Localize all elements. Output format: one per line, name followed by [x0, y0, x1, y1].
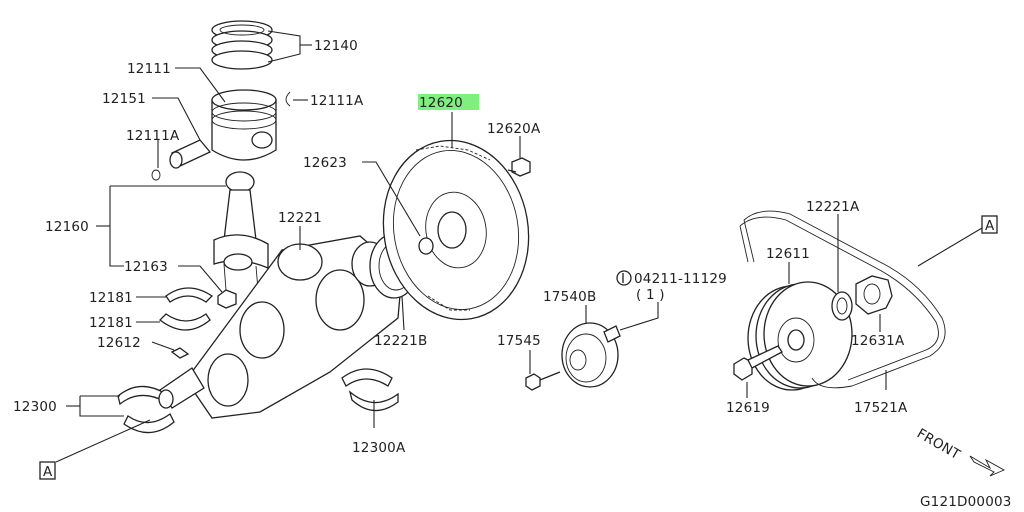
- timing-chain[interactable]: [739, 210, 946, 389]
- label-12620A[interactable]: 12620A: [487, 121, 541, 137]
- piston[interactable]: [211, 89, 277, 161]
- label-04211-qty: ( 1 ): [636, 287, 665, 303]
- rod-nut[interactable]: [217, 289, 237, 309]
- ref-marker-left-text: A: [43, 464, 53, 480]
- pulley-bolt[interactable]: [733, 345, 783, 381]
- label-12140[interactable]: 12140: [314, 38, 358, 54]
- label-12111A-pin[interactable]: 12111A: [126, 128, 180, 144]
- label-12631A[interactable]: 12631A: [851, 333, 905, 349]
- label-17521A[interactable]: 17521A: [854, 400, 908, 416]
- piston-rings[interactable]: [211, 20, 273, 70]
- crank-pulley[interactable]: [747, 281, 853, 391]
- chain-tensioner[interactable]: [561, 322, 619, 388]
- connecting-rod[interactable]: [213, 171, 269, 291]
- label-17545[interactable]: 17545: [497, 333, 541, 349]
- snap-ring-top[interactable]: [285, 91, 291, 107]
- label-12221[interactable]: 12221: [278, 210, 322, 226]
- crank-sprocket[interactable]: [855, 275, 893, 315]
- label-12181-lower[interactable]: 12181: [89, 315, 133, 331]
- front-label: FRONT: [914, 426, 963, 464]
- highlight-12620: [418, 94, 479, 110]
- label-12111A-top[interactable]: 12111A: [310, 93, 364, 109]
- label-04211[interactable]: 04211-11129: [634, 271, 727, 287]
- ref-marker-left[interactable]: [39, 461, 56, 480]
- ref-marker-right-text: A: [985, 218, 995, 234]
- bolt-17545[interactable]: [525, 371, 561, 391]
- flywheel[interactable]: [369, 129, 542, 331]
- label-17540B[interactable]: 17540B: [543, 289, 596, 305]
- piston-pin[interactable]: [169, 139, 212, 169]
- label-12111[interactable]: 12111: [127, 61, 171, 77]
- snap-ring-lower[interactable]: [151, 169, 161, 181]
- label-12221A[interactable]: 12221A: [806, 199, 860, 215]
- flywheel-bolt[interactable]: [507, 157, 531, 177]
- label-12619[interactable]: 12619: [726, 400, 770, 416]
- rod-bearing-lower[interactable]: [159, 313, 211, 331]
- label-12160[interactable]: 12160: [45, 219, 89, 235]
- label-12181-upper[interactable]: 12181: [89, 290, 133, 306]
- crank-spacer[interactable]: [831, 291, 853, 321]
- ref-marker-right[interactable]: [981, 215, 998, 234]
- label-12611[interactable]: 12611: [766, 246, 810, 262]
- label-12163[interactable]: 12163: [124, 259, 168, 275]
- dowel-04211[interactable]: [603, 325, 621, 343]
- label-12300A[interactable]: 12300A: [352, 440, 406, 456]
- label-12623[interactable]: 12623: [303, 155, 347, 171]
- thrust-bearing[interactable]: [341, 368, 399, 412]
- label-12620[interactable]: 12620: [419, 95, 463, 111]
- marker-04211: I: [621, 271, 625, 287]
- diagram-code: G121D00003: [920, 494, 1012, 510]
- label-12221B[interactable]: 12221B: [374, 333, 427, 349]
- crank-key[interactable]: [170, 347, 190, 359]
- label-12612[interactable]: 12612: [97, 335, 141, 351]
- label-12151[interactable]: 12151: [102, 91, 146, 107]
- rod-bearing-upper[interactable]: [165, 287, 214, 303]
- front-arrow-icon: [969, 455, 1006, 477]
- main-bearing-lower[interactable]: [123, 413, 175, 434]
- label-12300[interactable]: 12300: [13, 399, 57, 415]
